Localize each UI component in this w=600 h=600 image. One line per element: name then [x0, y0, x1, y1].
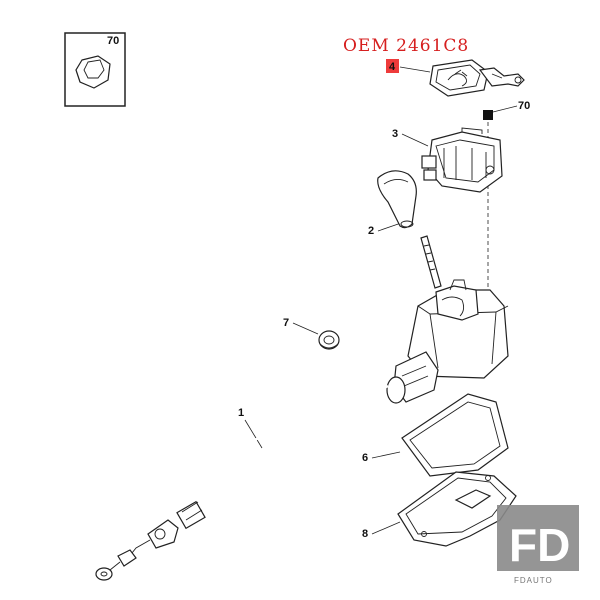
top-nut-callout-text: 70 [518, 100, 530, 112]
cover-callout-text: 4 [389, 61, 396, 73]
watermark-brand-text: FDAUTO [514, 576, 553, 585]
watermark-logo-text: FD [509, 519, 570, 571]
watermark-logo: FD FDAUTO [497, 505, 579, 585]
grommet-callout-text: 7 [283, 317, 289, 329]
oem-part-number: OEM 2461C8 [343, 36, 469, 56]
housing-callout-text: 3 [392, 128, 398, 140]
gasket-callout: 6 [362, 451, 401, 464]
inset-nut-callout: 70 [107, 35, 119, 47]
cable-callout: 1 [238, 407, 263, 449]
cover-callout: 4 [386, 59, 431, 73]
nut-icon [75, 55, 111, 89]
shift-cable-part [95, 384, 389, 581]
trim-plate-callout: 8 [362, 521, 401, 540]
inset-nut-box: 70 [64, 32, 126, 107]
knob-callout-text: 2 [368, 225, 374, 237]
shift-lever-assembly [386, 235, 509, 404]
selector-cover-part [429, 59, 525, 97]
square-marker-icon [483, 110, 493, 120]
cable-callout-text: 1 [238, 407, 244, 419]
cover-callout-highlight [386, 59, 399, 73]
gear-knob-part [377, 170, 417, 229]
grommet-part [318, 330, 340, 350]
grommet-callout: 7 [283, 317, 319, 335]
trim-plate-callout-text: 8 [362, 528, 368, 540]
gasket-callout-text: 6 [362, 452, 368, 464]
selector-housing-part [421, 127, 503, 193]
housing-callout: 3 [392, 128, 429, 147]
top-nut-callout: 70 [483, 100, 530, 120]
gasket-part [401, 393, 509, 477]
